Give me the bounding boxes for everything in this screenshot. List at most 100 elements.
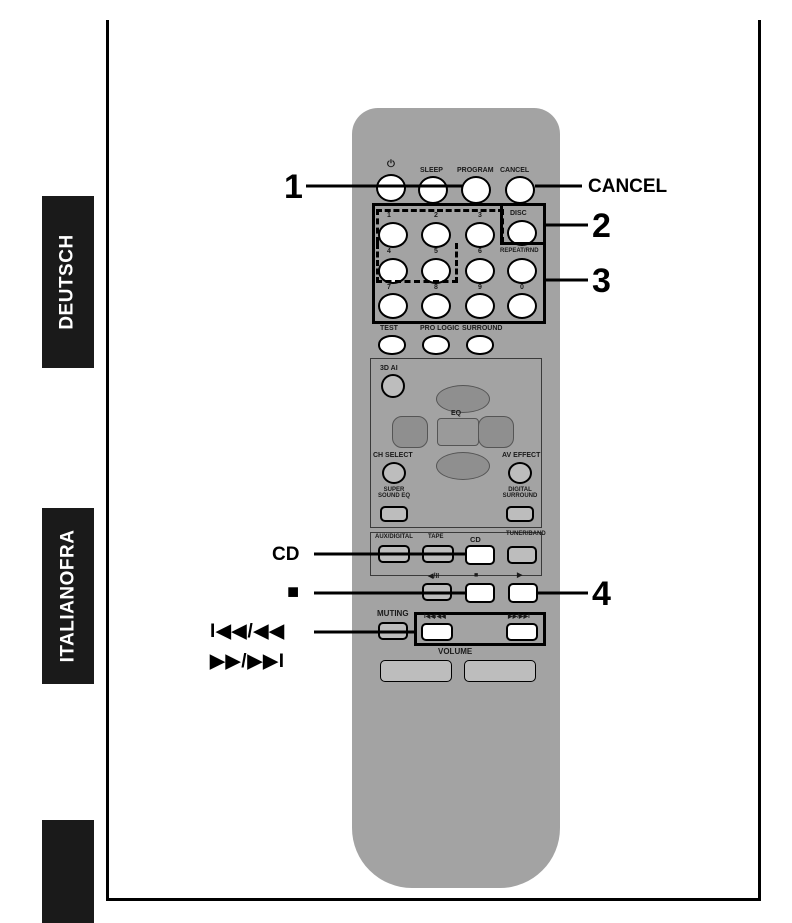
- callout-cancel: CANCEL: [588, 176, 668, 197]
- dpad-right-button[interactable]: [478, 416, 514, 448]
- 3d-ai-label: 3D AI: [380, 365, 398, 372]
- callout-1: 1: [284, 168, 303, 206]
- av-effect-button[interactable]: [508, 462, 532, 484]
- super-sound-eq-label: SUPER SOUND EQ: [377, 487, 410, 499]
- stop-button[interactable]: [465, 583, 495, 603]
- cd-remote-label: CD: [470, 535, 481, 544]
- aux-label: AUX/DIGITAL: [375, 534, 413, 540]
- digit-2-button[interactable]: [421, 222, 451, 248]
- tape-button[interactable]: [422, 545, 454, 563]
- eq-button[interactable]: [437, 418, 479, 446]
- ch-select-button[interactable]: [382, 462, 406, 484]
- muting-label: MUTING: [377, 609, 409, 618]
- callout-skip-back: I◀◀/◀◀: [210, 621, 286, 642]
- eq-label: EQ: [451, 410, 462, 417]
- digit-2-label: 2: [434, 212, 438, 219]
- surround-label: SURROUND: [462, 325, 503, 332]
- volume-up-button[interactable]: [464, 660, 536, 682]
- callout-4: 4: [592, 575, 611, 613]
- callout-3-group-box: [372, 203, 546, 324]
- surround-button[interactable]: [466, 335, 494, 355]
- digital-surround-label: DIGITAL SURROUND: [502, 487, 538, 499]
- disc-button[interactable]: [507, 220, 537, 246]
- callout-3: 3: [592, 262, 611, 300]
- digit-0-button[interactable]: [507, 293, 537, 319]
- dpad-left-button[interactable]: [392, 416, 428, 448]
- digit-8-button[interactable]: [421, 293, 451, 319]
- digit-6-label: 6: [478, 248, 482, 255]
- callout-2: 2: [592, 207, 611, 245]
- frame-left-line: [106, 20, 109, 900]
- digit-8-label: 8: [434, 284, 438, 291]
- frame-bottom-line: [106, 898, 761, 901]
- dashed-digit-region-top: [376, 209, 504, 243]
- digit-5-button[interactable]: [421, 258, 451, 284]
- digit-3-label: 3: [478, 212, 482, 219]
- power-button[interactable]: [376, 174, 406, 202]
- muting-button[interactable]: [378, 622, 408, 640]
- volume-label: VOLUME: [438, 647, 473, 656]
- frame-right-line: [758, 20, 761, 900]
- play-remote-label: ▶: [517, 572, 523, 579]
- digit-0-label: 0: [520, 284, 524, 291]
- play-pause-label: ◀/II: [428, 573, 440, 580]
- tuner-label: TUNER/BAND: [506, 531, 546, 537]
- callout-skip-group-box: [414, 612, 546, 646]
- tuner-button[interactable]: [507, 546, 537, 564]
- skip-back-button[interactable]: [421, 623, 453, 641]
- power-label: ⏻: [387, 159, 395, 170]
- ch-select-label: CH SELECT: [373, 452, 413, 459]
- super-sound-eq-button[interactable]: [380, 506, 408, 522]
- play-button[interactable]: [508, 583, 538, 603]
- tab-deutsch-label: DEUTSCH: [57, 234, 78, 330]
- repeat-label: REPEAT/RND: [500, 248, 539, 254]
- tab-bottom: [42, 820, 94, 923]
- aux-button[interactable]: [378, 545, 410, 563]
- callout-cd: CD: [272, 544, 300, 565]
- digit-5-label: 5: [434, 248, 438, 255]
- digit-4-label: 4: [387, 248, 391, 255]
- cancel-label: CANCEL: [500, 167, 530, 174]
- play-pause-button[interactable]: [422, 583, 452, 601]
- program-label: PROGRAM: [457, 167, 494, 174]
- dashed-digit-region-bottom: [376, 243, 458, 283]
- stop-remote-label: ■: [474, 572, 479, 579]
- tab-deutsch: DEUTSCH: [42, 196, 94, 368]
- repeat-button[interactable]: [507, 258, 537, 284]
- sleep-label: SLEEP: [420, 167, 443, 174]
- sleep-button[interactable]: [418, 176, 448, 204]
- digit-1-button[interactable]: [378, 222, 408, 248]
- digital-surround-button[interactable]: [506, 506, 534, 522]
- cd-button[interactable]: [465, 545, 495, 565]
- digit-1-label: 1: [387, 212, 391, 219]
- tab-italiano-label: ITALIANOFRA: [57, 529, 79, 663]
- digit-6-button[interactable]: [465, 258, 495, 284]
- program-button[interactable]: [461, 176, 491, 204]
- callout-stop: ■: [287, 581, 300, 603]
- test-button[interactable]: [378, 335, 406, 355]
- pro-logic-label: PRO LOGIC: [420, 325, 460, 332]
- skip-back-remote-label: I◀◀/◀◀: [424, 614, 446, 620]
- skip-fwd-button[interactable]: [506, 623, 538, 641]
- test-label: TEST: [380, 325, 398, 332]
- tape-label: TAPE: [428, 534, 444, 540]
- callout-2-group-box: [500, 203, 546, 245]
- pro-logic-button[interactable]: [422, 335, 450, 355]
- digit-7-label: 7: [387, 284, 391, 291]
- tab-italiano: ITALIANOFRA: [42, 508, 94, 684]
- dpad-down-button[interactable]: [436, 452, 490, 480]
- digit-7-button[interactable]: [378, 293, 408, 319]
- digit-4-button[interactable]: [378, 258, 408, 284]
- skip-fwd-remote-label: ▶▶/▶▶I: [508, 614, 530, 620]
- digit-3-button[interactable]: [465, 222, 495, 248]
- cancel-button[interactable]: [505, 176, 535, 204]
- dpad-up-button[interactable]: [436, 385, 490, 413]
- disc-label: DISC: [510, 210, 527, 217]
- digit-9-label: 9: [478, 284, 482, 291]
- sound-control-panel: [370, 358, 542, 528]
- callout-skip-fwd: ▶▶/▶▶I: [210, 651, 286, 672]
- digit-9-button[interactable]: [465, 293, 495, 319]
- 3d-ai-button[interactable]: [381, 374, 405, 398]
- volume-down-button[interactable]: [380, 660, 452, 682]
- av-effect-label: AV EFFECT: [502, 452, 541, 459]
